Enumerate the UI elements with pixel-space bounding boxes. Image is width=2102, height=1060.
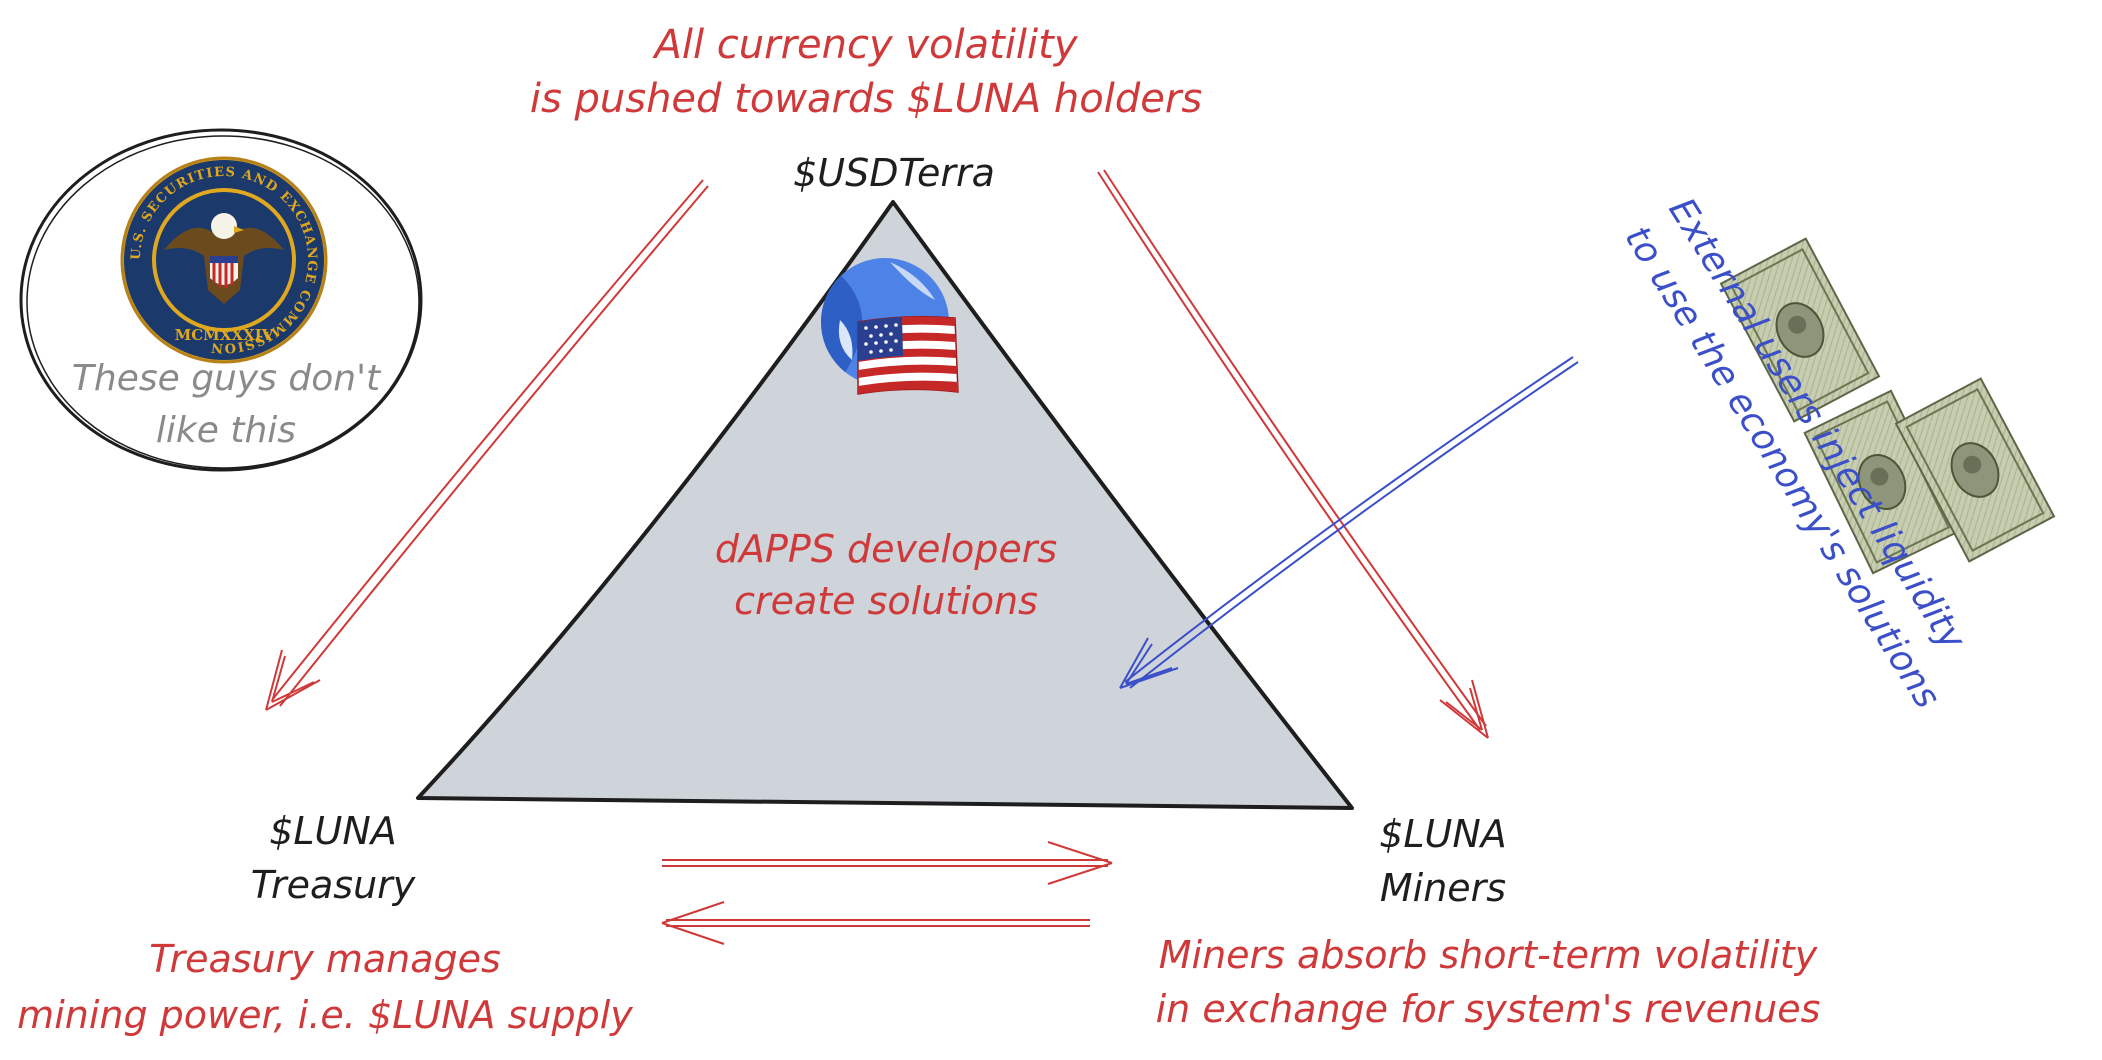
- us-flag-icon: [857, 315, 959, 395]
- sec-callout: [19, 128, 423, 472]
- sec-seal-icon: U.S. SECURITIES AND EXCHANGE COMMISSION …: [120, 156, 328, 364]
- center-annotation-line1: dAPPS developers: [715, 527, 1057, 571]
- treasury-annotation-line2: mining power, i.e. $LUNA supply: [17, 993, 633, 1037]
- ecosystem-triangle: [416, 200, 1354, 810]
- sec-callout-line1: These guys don't: [72, 358, 382, 399]
- seal-year: MCMXXXIV: [175, 326, 274, 344]
- top-annotation-line1: All currency volatility: [651, 22, 1078, 68]
- arrow-top-to-treasury: [265, 179, 709, 711]
- node-miners-line1: $LUNA: [1379, 812, 1507, 856]
- top-annotation-line2: is pushed towards $LUNA holders: [530, 76, 1202, 122]
- miners-annotation-line2: in exchange for system's revenues: [1156, 987, 1821, 1031]
- arrow-external-liquidity: [1119, 356, 1579, 689]
- dollar-bill-icon: [1719, 237, 2056, 575]
- arrow-top-to-miners: [1097, 169, 1489, 739]
- arrow-treasury-to-miners: [662, 841, 1113, 885]
- arrow-miners-to-treasury: [661, 901, 1090, 945]
- node-miners-line2: Miners: [1380, 866, 1506, 910]
- node-treasury-line1: $LUNA: [269, 809, 397, 853]
- miners-annotation-line1: Miners absorb short-term volatility: [1159, 933, 1818, 977]
- node-usdterra-label: $USDTerra: [793, 151, 995, 195]
- treasury-annotation-line1: Treasury manages: [149, 937, 501, 981]
- center-annotation-line2: create solutions: [734, 579, 1038, 623]
- sec-callout-line2: like this: [156, 410, 296, 451]
- node-treasury-line2: Treasury: [251, 863, 416, 907]
